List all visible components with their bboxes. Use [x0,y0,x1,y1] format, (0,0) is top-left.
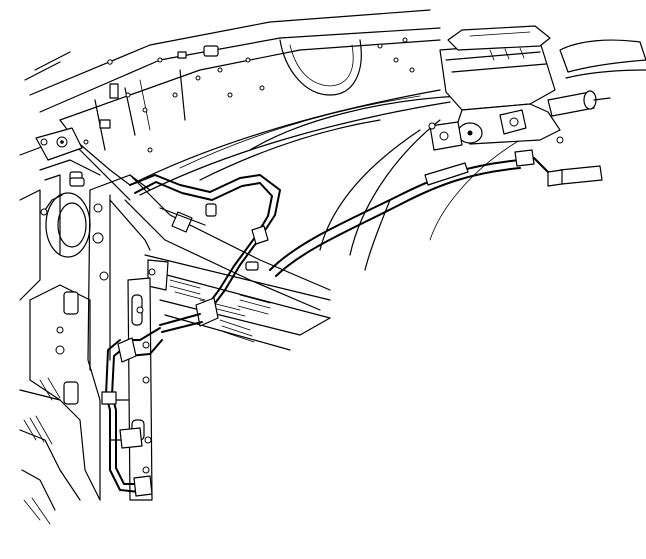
frame-rail [144,254,331,351]
mounting-bolts [40,122,564,146]
brake-master-cylinder [429,25,646,187]
pipe-retaining-clips [69,177,259,271]
brake-pipe-routing [101,159,521,497]
radiator-core-support [19,127,331,525]
